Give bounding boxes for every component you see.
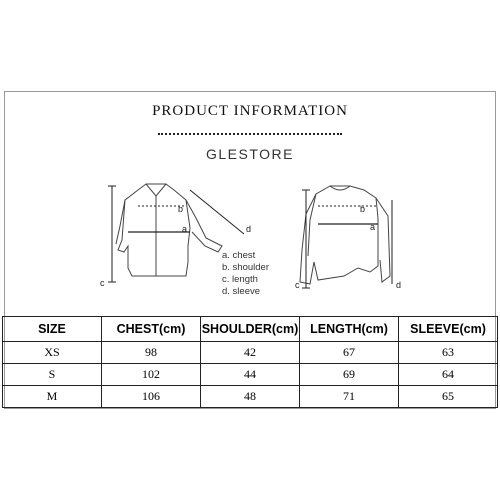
shirt-illustration xyxy=(115,183,223,277)
figure-label-d-right: d xyxy=(396,280,401,290)
measurement-legend: a. chest b. shoulder c. length d. sleeve xyxy=(222,250,269,298)
size-chart-table: SIZE CHEST(cm) SHOULDER(cm) LENGTH(cm) S… xyxy=(2,316,498,408)
header-size: SIZE xyxy=(2,316,102,342)
cell-sleeve: 63 xyxy=(398,341,498,364)
table-row: S 102 44 69 64 xyxy=(2,363,498,386)
info-frame xyxy=(4,91,496,409)
cell-size: M xyxy=(2,385,102,408)
legend-item-length: c. length xyxy=(222,274,258,285)
header-sleeve: SLEEVE(cm) xyxy=(398,316,498,342)
header-length: LENGTH(cm) xyxy=(299,316,399,342)
title-divider xyxy=(158,133,342,135)
cell-length: 69 xyxy=(299,363,399,386)
sweater-illustration xyxy=(299,185,391,285)
cell-shoulder: 44 xyxy=(200,363,300,386)
cell-chest: 98 xyxy=(101,341,201,364)
cell-length: 71 xyxy=(299,385,399,408)
cell-length: 67 xyxy=(299,341,399,364)
legend-item-chest: a. chest xyxy=(222,250,256,261)
cell-sleeve: 64 xyxy=(398,363,498,386)
figure-label-a-right: a xyxy=(370,222,375,232)
cell-shoulder: 42 xyxy=(200,341,300,364)
figure-label-c-left: c xyxy=(100,278,105,288)
table-row: XS 98 42 67 63 xyxy=(2,341,498,364)
table-row: M 106 48 71 65 xyxy=(2,385,498,408)
figure-label-c-right: c xyxy=(295,280,300,290)
cell-size: S xyxy=(2,363,102,386)
cell-chest: 106 xyxy=(101,385,201,408)
figure-label-b-right: b xyxy=(360,204,365,214)
legend-item-sleeve: d. sleeve xyxy=(222,286,261,297)
cell-sleeve: 65 xyxy=(398,385,498,408)
figure-label-a-left: a xyxy=(182,224,187,234)
header-chest: CHEST(cm) xyxy=(101,316,201,342)
cell-chest: 102 xyxy=(101,363,201,386)
header-shoulder: SHOULDER(cm) xyxy=(200,316,300,342)
cell-size: XS xyxy=(2,341,102,364)
table-header-row: SIZE CHEST(cm) SHOULDER(cm) LENGTH(cm) S… xyxy=(2,316,498,342)
figure-label-b-left: b xyxy=(178,204,183,214)
legend-item-shoulder: b. shoulder xyxy=(222,262,270,273)
page-title: PRODUCT INFORMATION xyxy=(152,103,348,119)
cell-shoulder: 48 xyxy=(200,385,300,408)
figure-label-d-left: d xyxy=(246,224,251,234)
brand-name: GLESTORE xyxy=(206,146,294,162)
